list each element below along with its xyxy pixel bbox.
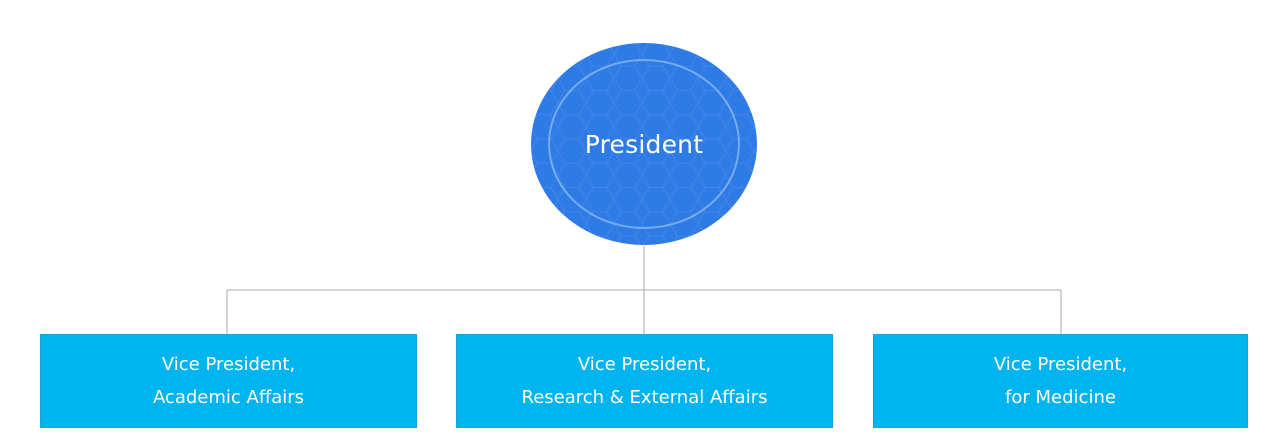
vp-medicine-node[interactable]: Vice President, for Medicine [873, 334, 1248, 428]
president-ellipse [531, 43, 757, 245]
president-node[interactable]: President [530, 42, 758, 246]
vp-research-dept: Research & External Affairs [521, 387, 768, 408]
vp-medicine-title: Vice President, [993, 354, 1128, 375]
vp-medicine-dept: for Medicine [1005, 387, 1116, 408]
vp-academic-affairs-node[interactable]: Vice President, Academic Affairs [40, 334, 417, 428]
vp-research-title: Vice President, [577, 354, 712, 375]
vp-academic-title: Vice President, [161, 354, 296, 375]
vp-research-external-affairs-node[interactable]: Vice President, Research & External Affa… [456, 334, 833, 428]
president-label: President [584, 129, 704, 159]
vp-academic-dept: Academic Affairs [152, 387, 305, 408]
